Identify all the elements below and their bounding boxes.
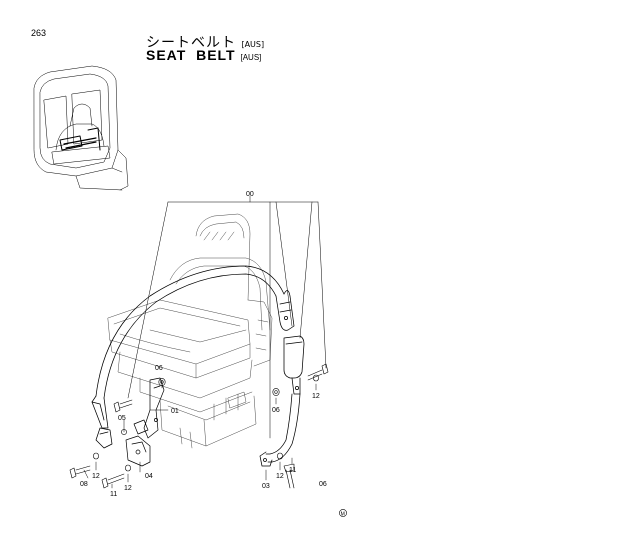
cab-locator-thumbnail [33,65,129,191]
callout-labels: 00 01 03 04 05 06 06 06 08 11 11 12 12 1… [80,191,327,498]
callout-06-left: 06 [155,365,163,372]
callout-05: 05 [118,415,126,422]
callout-12-d: 12 [312,393,320,400]
mounting-brackets [125,377,165,467]
callout-12-c: 12 [276,473,284,480]
leader-lines [83,195,327,489]
callout-01: 01 [171,408,179,415]
title-jp-region-tag: [AUS] [241,40,265,49]
callout-06-lower: 06 [319,481,327,488]
title-jp-text: シートベルト [146,35,236,51]
seat-outline [107,213,273,449]
title-en-text: SEAT BELT [146,47,236,63]
footer-mark: M [339,509,347,517]
title-english: SEAT BELT [AUS] [146,47,261,63]
seat-belt-buckle-right [259,335,305,467]
title-en-region-tag: [AUS] [240,53,262,62]
page-number: 263 [31,28,47,38]
callout-03: 03 [262,483,270,490]
seat-belt-strap-left [91,265,295,449]
callout-04: 04 [145,473,153,480]
callout-12-b: 12 [124,485,132,492]
callout-08: 08 [80,481,88,488]
callout-12-a: 12 [92,473,100,480]
title-japanese: シートベルト [AUS] [146,32,264,52]
callout-11-left: 11 [110,491,117,498]
footer-mark-letter: M [341,511,345,517]
callout-06-right: 06 [272,407,280,414]
callout-00: 00 [246,191,254,198]
callout-11-right: 11 [289,467,296,474]
